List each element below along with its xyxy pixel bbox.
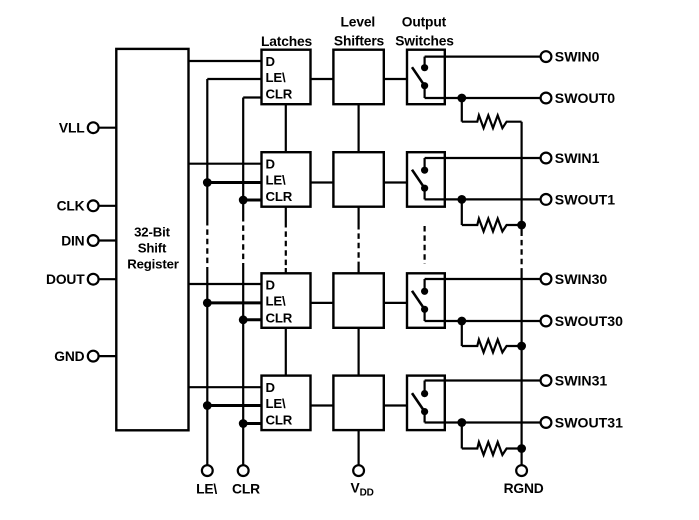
svg-text:D: D [266,156,275,171]
svg-text:CLR: CLR [266,87,293,102]
svg-text:SWIN31: SWIN31 [555,372,608,388]
svg-text:SWIN0: SWIN0 [555,49,600,65]
svg-text:LE\: LE\ [266,173,287,188]
svg-text:CLR: CLR [266,310,293,325]
svg-text:CLK: CLK [57,199,85,214]
svg-text:Level: Level [341,15,376,30]
svg-text:RGND: RGND [504,481,544,496]
svg-text:Latches: Latches [261,34,313,49]
svg-text:Shifters: Shifters [334,34,385,49]
svg-text:Output: Output [402,15,447,30]
svg-text:SWOUT1: SWOUT1 [555,191,615,207]
svg-text:CLR: CLR [232,482,260,497]
svg-text:Register: Register [127,257,179,272]
svg-text:DIN: DIN [61,233,84,248]
svg-text:Shift: Shift [138,241,167,256]
svg-text:32-Bit: 32-Bit [134,225,170,240]
svg-text:GND: GND [54,349,84,364]
svg-text:D: D [266,278,275,293]
svg-text:D: D [266,54,275,69]
svg-text:LE\: LE\ [266,70,287,85]
svg-text:CLR: CLR [266,189,293,204]
svg-text:LE\: LE\ [266,294,287,309]
svg-text:SWIN30: SWIN30 [555,271,608,287]
svg-text:LE\: LE\ [266,396,287,411]
svg-text:VLL: VLL [59,121,85,136]
svg-text:D: D [266,380,275,395]
svg-text:SWIN1: SWIN1 [555,150,600,166]
svg-text:SWOUT0: SWOUT0 [555,90,615,106]
svg-text:DOUT: DOUT [46,272,85,287]
svg-text:SWOUT30: SWOUT30 [555,313,623,329]
svg-text:Switches: Switches [395,34,454,49]
svg-text:LE\: LE\ [196,482,217,497]
svg-text:CLR: CLR [266,413,293,428]
svg-text:SWOUT31: SWOUT31 [555,414,623,430]
